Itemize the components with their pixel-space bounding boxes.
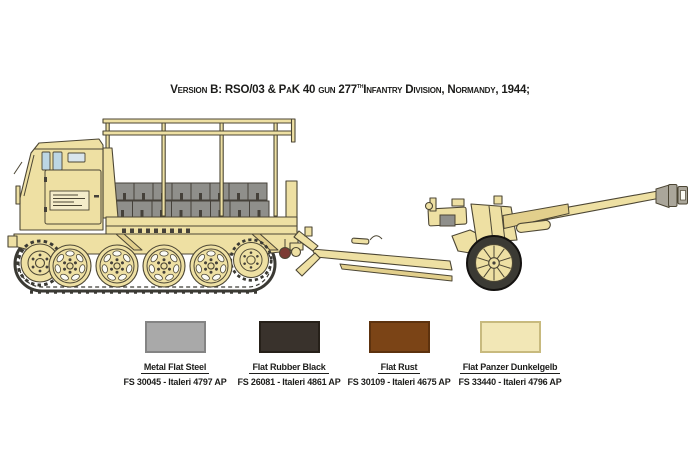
swatch-code: FS 30045 - Italeri 4797 AP xyxy=(123,377,227,387)
swatch-code: FS 26081 - Italeri 4861 AP xyxy=(237,377,341,387)
stencil-data-plate xyxy=(49,190,90,211)
gun-wheel xyxy=(466,235,522,291)
cab-rear-window xyxy=(67,152,86,163)
cab-door xyxy=(44,169,102,225)
recoil-cylinder xyxy=(515,219,551,233)
gun-barrel xyxy=(502,190,659,233)
ordinal-suffix: th xyxy=(356,83,364,90)
color-swatch-flat-rust xyxy=(368,321,430,353)
door-handle xyxy=(94,195,99,198)
version-caption: Version B: RSO/03 & PaK 40 gun 277thInfa… xyxy=(0,83,700,96)
rso03-tractor xyxy=(7,118,304,294)
stake-rack xyxy=(102,118,296,217)
swatch-name: Flat Rubber Black xyxy=(249,362,329,374)
cargo-crates xyxy=(112,182,270,219)
cab-window xyxy=(52,151,63,171)
swatch-col-flat-rust: Flat Rust FS 30109 - Italeri 4675 AP xyxy=(334,321,464,387)
tow-eye xyxy=(290,246,302,258)
swatch-code: FS 33440 - Italeri 4796 AP xyxy=(458,377,562,387)
swatch-name: Flat Panzer Dunkelgelb xyxy=(459,362,561,374)
color-swatch-flat-rubber-black xyxy=(258,321,320,353)
color-swatch-flat-panzer-dunkelgelb xyxy=(479,321,541,353)
version-caption-rest: Infantry Division, Normandy, 1944; xyxy=(363,83,530,96)
gun-breech xyxy=(424,197,468,227)
cab-window xyxy=(41,151,51,171)
swatch-name: Metal Flat Steel xyxy=(140,362,210,374)
muzzle-brake xyxy=(655,184,688,209)
swatch-col-metal-flat-steel: Metal Flat Steel FS 30045 - Italeri 4797… xyxy=(110,321,240,387)
cab xyxy=(13,138,104,231)
swatch-col-flat-panzer-dunkelgelb: Flat Panzer Dunkelgelb FS 33440 - Italer… xyxy=(445,321,575,387)
pak40-gun xyxy=(290,184,688,291)
swatch-name: Flat Rust xyxy=(377,362,421,374)
cab-grab-handle xyxy=(15,185,21,205)
swatch-col-flat-rubber-black: Flat Rubber Black FS 26081 - Italeri 486… xyxy=(224,321,354,387)
cargo-bed xyxy=(102,147,298,235)
paint-legend: Metal Flat Steel FS 30045 - Italeri 4797… xyxy=(0,321,700,387)
swatch-code: FS 30109 - Italeri 4675 AP xyxy=(347,377,451,387)
color-swatch-metal-flat-steel xyxy=(144,321,206,353)
version-caption-main: Version B: RSO/03 & PaK 40 gun 277 xyxy=(170,83,357,96)
elevation-handwheel xyxy=(424,201,434,211)
trail-spade xyxy=(293,226,321,277)
